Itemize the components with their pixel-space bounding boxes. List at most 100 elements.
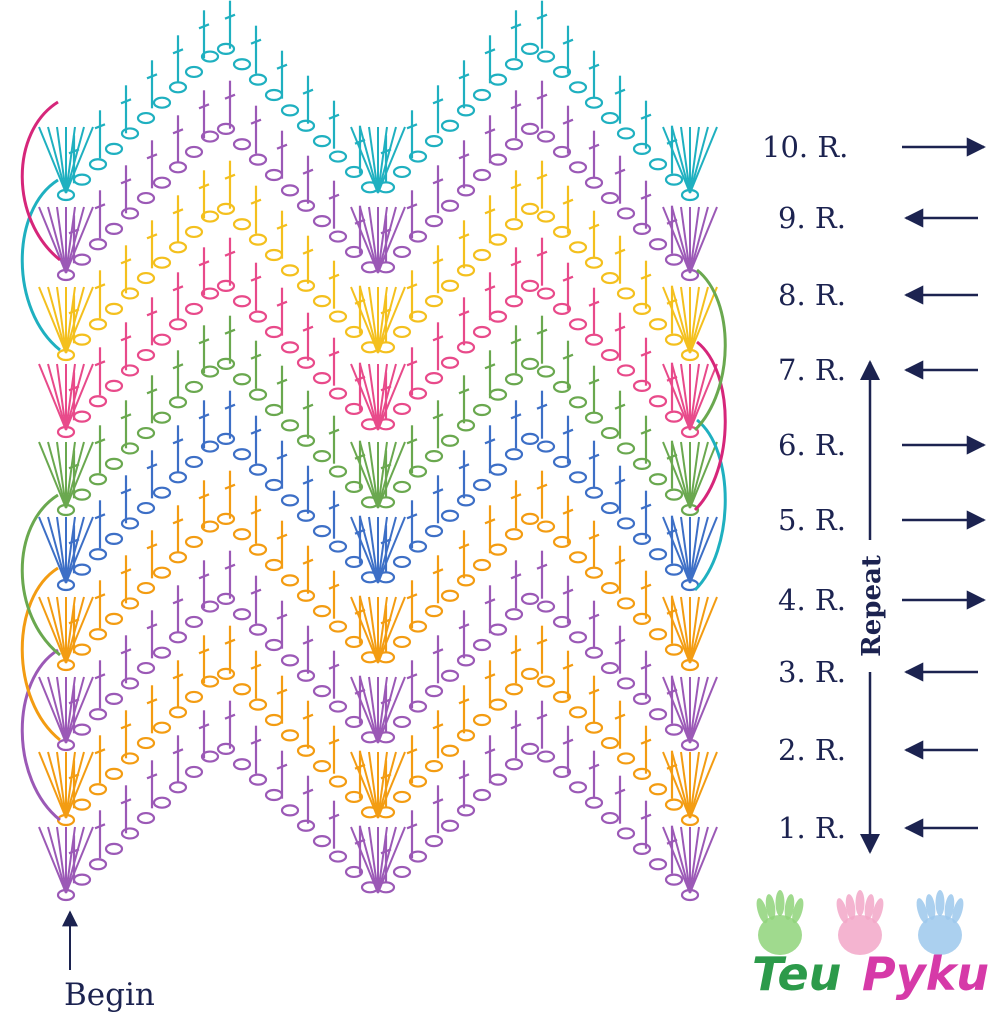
post-stitch-bar — [614, 325, 626, 332]
post-stitch-bar — [614, 248, 626, 255]
post-stitch-bar — [224, 328, 236, 335]
chain-stitch — [280, 574, 300, 587]
post-stitch-bar — [562, 428, 574, 435]
post-stitch-bar — [198, 338, 210, 345]
post-stitch-bar — [510, 260, 522, 267]
post-stitch-bar — [172, 208, 184, 215]
chain-stitch — [632, 379, 652, 392]
fan-stitch — [671, 441, 691, 509]
chain-stitch — [664, 253, 684, 266]
chain-stitch — [328, 700, 348, 713]
chain-stitch — [472, 638, 492, 652]
chain-stitch — [328, 850, 348, 863]
fan-stitch — [377, 126, 388, 194]
fan-stitch — [350, 286, 379, 354]
chain-stitch — [168, 161, 188, 174]
chain-stitch — [120, 517, 140, 530]
chain-stitch — [152, 176, 172, 189]
post-stitch-bar — [588, 223, 600, 230]
chain-stitch — [312, 605, 332, 618]
chain-stitch — [424, 215, 444, 228]
fan-stitch — [368, 441, 379, 509]
chain-stitch — [200, 675, 220, 688]
fan-stitch — [377, 206, 388, 274]
post-stitch-bar — [120, 488, 132, 495]
fan-stitch — [377, 676, 406, 744]
post-stitch-bar — [146, 463, 158, 470]
fan-stitch — [65, 441, 76, 509]
post-stitch-bar — [432, 98, 444, 105]
chain-stitch — [312, 760, 332, 773]
post-stitch-bar — [536, 13, 548, 20]
chain-stitch — [584, 256, 604, 269]
post-stitch-bar — [432, 723, 444, 730]
chain-stitch — [216, 357, 236, 370]
chain-stitch — [536, 50, 556, 63]
post-stitch-bar — [276, 300, 288, 307]
chain-stitch — [264, 788, 284, 802]
fan-stitch — [65, 363, 76, 431]
chain-stitch — [408, 775, 428, 788]
chain-stitch — [552, 690, 572, 704]
chain-stitch — [664, 798, 684, 811]
fan-stitch — [689, 363, 700, 431]
chain-stitch — [136, 736, 156, 750]
post-stitch-bar — [536, 563, 548, 570]
post-stitch-bar — [406, 283, 418, 290]
chain-stitch — [440, 744, 460, 757]
post-stitch-bar — [302, 713, 314, 720]
post-stitch-bar — [250, 588, 262, 595]
post-stitch-bar — [172, 48, 184, 55]
fan-stitch — [65, 596, 76, 664]
chain-stitch — [632, 302, 652, 315]
post-stitch-bar — [250, 738, 262, 745]
chain-stitch — [584, 721, 604, 734]
fan-stitch — [689, 441, 718, 509]
fan-stitch — [368, 126, 379, 194]
chain-stitch — [408, 850, 428, 863]
post-stitch-bar — [172, 598, 184, 605]
chain-stitch — [664, 333, 684, 346]
chain-stitch — [488, 463, 508, 476]
chain-stitch — [408, 150, 428, 163]
fan-stitch — [368, 751, 379, 819]
handprint-2 — [836, 890, 884, 955]
fan-stitch — [662, 126, 691, 194]
chain-stitch — [312, 295, 332, 308]
post-stitch-bar — [328, 428, 340, 435]
chain-stitch — [440, 669, 460, 682]
chain-stitch — [88, 708, 108, 721]
post-stitch-bar — [614, 788, 626, 795]
chain-stitch — [344, 245, 364, 259]
post-stitch-bar — [94, 283, 106, 290]
post-stitch-bar — [406, 123, 418, 130]
chain-stitch — [200, 130, 220, 143]
chain-stitch — [552, 455, 572, 469]
post-stitch-bar — [510, 183, 522, 190]
post-stitch-bar — [640, 193, 652, 200]
post-stitch-bar — [120, 723, 132, 730]
chain-stitch — [152, 486, 172, 499]
post-stitch-bar — [614, 478, 626, 485]
chain-stitch — [424, 835, 444, 848]
chain-stitch — [408, 310, 428, 323]
chain-stitch — [184, 145, 204, 159]
post-stitch-bar — [458, 233, 470, 240]
fan-stitch — [47, 596, 67, 664]
post-stitch-bar — [562, 588, 574, 595]
post-stitch-bar — [588, 378, 600, 385]
fan-stitch — [65, 826, 94, 894]
post-stitch-bar — [614, 168, 626, 175]
chain-stitch — [392, 715, 412, 729]
begin-marker: Begin — [62, 910, 155, 1013]
chain-stitch — [168, 396, 188, 409]
chain-stitch — [552, 145, 572, 159]
fan-stitch — [56, 286, 67, 354]
fan-stitch — [350, 441, 379, 509]
fan-stitch — [671, 826, 691, 894]
post-stitch-bar — [484, 363, 496, 370]
chain-stitch — [88, 395, 108, 408]
post-stitch-bar — [276, 688, 288, 695]
chain-stitch — [248, 623, 268, 636]
